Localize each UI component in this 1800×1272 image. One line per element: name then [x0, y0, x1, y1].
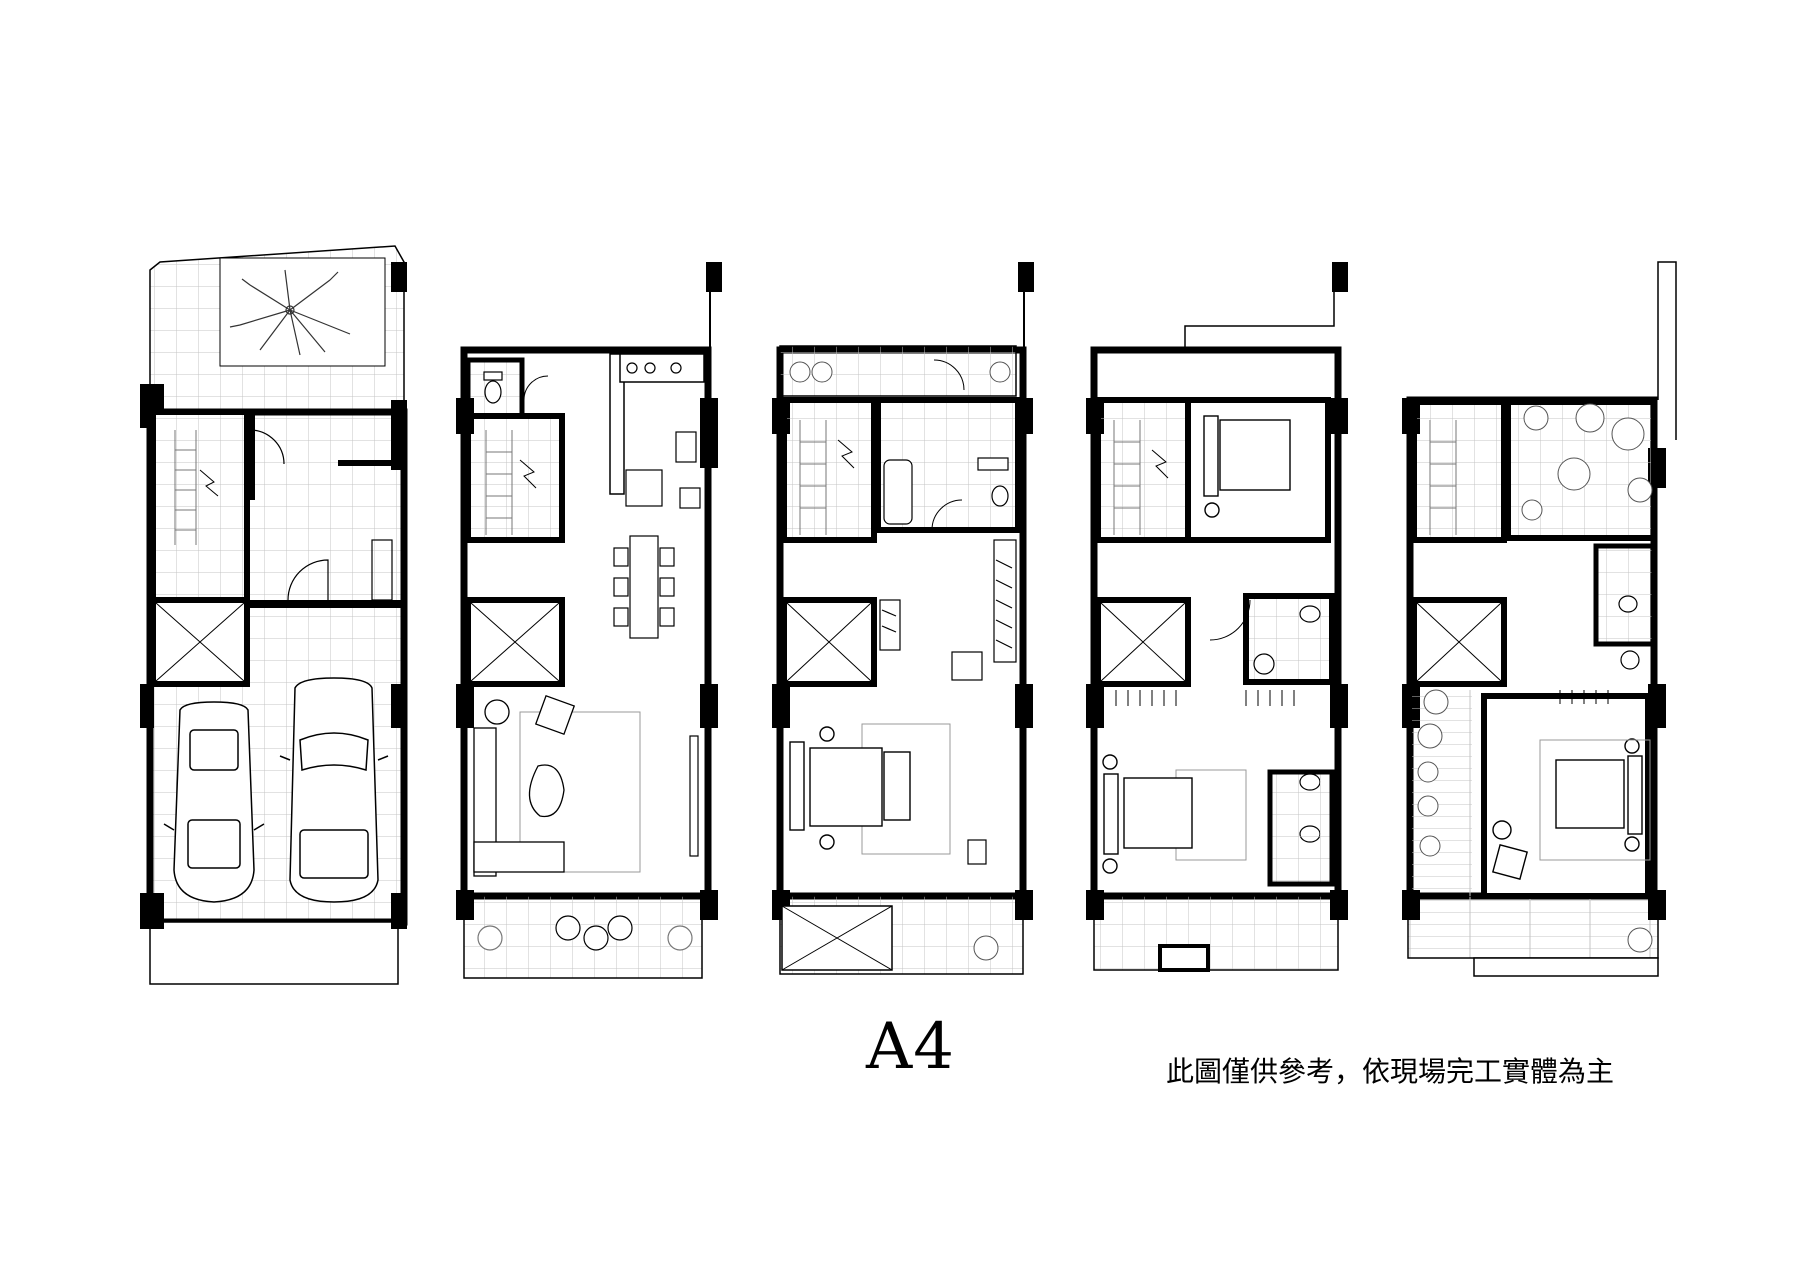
bed-icon [1203, 415, 1291, 518]
floor-1-plan [140, 245, 408, 985]
floor-3-plan [772, 262, 1034, 975]
bed-icon [1491, 738, 1643, 881]
toilet-icon [1618, 595, 1640, 670]
garden-icon [1521, 403, 1653, 521]
bathtub-icon [883, 457, 1009, 525]
plan-title: A4 [866, 1010, 955, 1084]
dining-table-icon [613, 535, 675, 639]
sink-icon [626, 362, 682, 374]
staircase-icon [799, 420, 855, 535]
staircase-icon [1113, 420, 1169, 535]
balcony-chair-icon [477, 915, 693, 951]
staircase-icon [485, 430, 537, 535]
floor-2-plan [456, 262, 722, 979]
plant-icon [789, 361, 1011, 961]
floor-5-plan [1402, 261, 1677, 977]
disclaimer-text: 此圖僅供參考，依現場完工實體為主 [1166, 1055, 1615, 1088]
car-icon [163, 701, 265, 903]
tree-icon [229, 269, 351, 356]
floor-4-plan [1086, 262, 1348, 972]
toilet-icon [483, 371, 503, 404]
staircase-icon [1429, 420, 1457, 535]
staircase-icon [174, 430, 219, 545]
car-icon [279, 677, 389, 903]
bed-icon [789, 726, 911, 850]
wardrobe-icon [1115, 690, 1295, 706]
plant-icon [1417, 689, 1653, 953]
sofa-icon [473, 694, 576, 877]
wardrobe-icon [1559, 690, 1609, 704]
bed-icon [1102, 754, 1193, 874]
wardrobe-icon [879, 539, 1017, 663]
